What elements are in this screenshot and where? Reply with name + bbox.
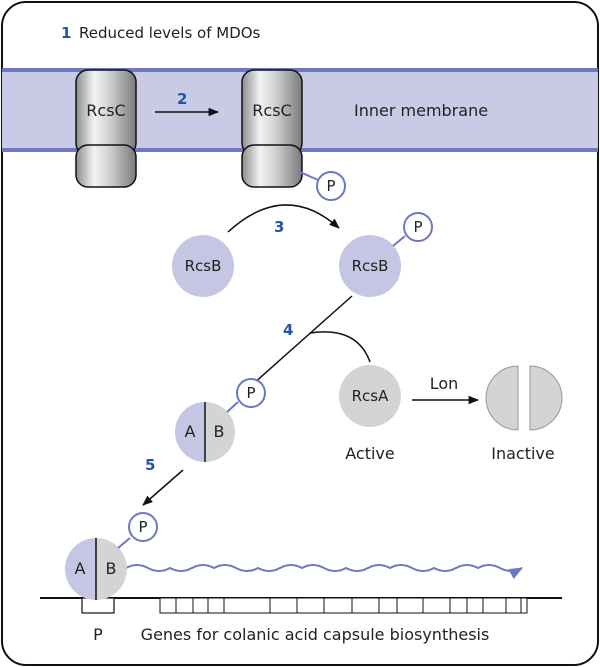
genes-label: Genes for colanic acid capsule biosynthe… <box>141 625 490 644</box>
gene-box <box>396 597 424 614</box>
rcsc-phosphate-label: P <box>326 177 335 195</box>
rcsb-left: RcsB <box>172 235 234 297</box>
membrane-label: Inner membrane <box>354 101 488 120</box>
rcsb-right: RcsB <box>339 235 401 297</box>
rcsab-bound-complex: A B <box>65 538 127 600</box>
bound-phosphate: P <box>128 512 158 542</box>
gene-box <box>159 597 177 614</box>
step-3-arrow <box>227 204 340 233</box>
step-5-arrow <box>142 469 184 506</box>
bound-b-label: B <box>106 559 117 578</box>
gene-cluster <box>159 597 528 614</box>
rcsc-phosphate: P <box>316 171 346 201</box>
complex-phosphate: P <box>236 378 266 408</box>
active-label: Active <box>345 444 395 463</box>
rcsb-phosphate-label: P <box>413 218 422 236</box>
step-2-number: 2 <box>177 90 187 108</box>
complex-phosphate-link <box>226 401 239 413</box>
rcsb-left-label: RcsB <box>185 257 222 275</box>
step-4-rcsa-join <box>309 331 371 363</box>
rcsc-right: RcsC <box>241 69 303 188</box>
rcsab-complex: A B <box>175 402 235 462</box>
gene-box <box>296 597 325 614</box>
bound-phosphate-link <box>117 537 131 549</box>
step-1-number: 1 <box>61 24 71 42</box>
gene-box <box>323 597 353 614</box>
gene-box <box>192 597 209 614</box>
gene-box <box>449 597 468 614</box>
gene-box <box>269 597 298 614</box>
rcsc-left-label: RcsC <box>86 101 125 120</box>
gene-box <box>207 597 225 614</box>
complex-a-label: A <box>185 422 196 441</box>
step-5-number: 5 <box>145 456 155 474</box>
gene-box <box>351 597 380 614</box>
complex-phosphate-label: P <box>246 384 255 402</box>
bound-phosphate-label: P <box>138 518 147 536</box>
rcsc-phosphate-link <box>299 171 319 181</box>
rcsb-phosphate: P <box>403 212 433 242</box>
gene-box <box>422 597 451 614</box>
gene-box <box>378 597 398 614</box>
rcsb-right-label: RcsB <box>352 257 389 275</box>
step-3-number: 3 <box>274 218 284 236</box>
complex-b-label: B <box>214 422 225 441</box>
step-4-arrow <box>243 295 353 393</box>
gene-box <box>223 597 271 614</box>
gene-box <box>520 597 528 614</box>
bound-a-label: A <box>75 559 86 578</box>
gene-box <box>482 597 507 614</box>
rcsb-phosphate-link <box>392 235 406 247</box>
rcsa-inactive <box>485 365 563 431</box>
lon-label: Lon <box>430 374 459 393</box>
inactive-label: Inactive <box>491 444 555 463</box>
rcsa-label: RcsA <box>352 387 389 405</box>
gene-box <box>466 597 484 614</box>
rcsa-active: RcsA <box>339 365 401 427</box>
step-4-number: 4 <box>283 321 293 339</box>
mrna-transcript <box>125 564 524 579</box>
gene-box <box>505 597 522 614</box>
title-text: Reduced levels of MDOs <box>79 24 261 42</box>
rcsc-right-label: RcsC <box>252 101 291 120</box>
gene-box <box>175 597 194 614</box>
promoter-box <box>81 597 115 614</box>
rcsc-left: RcsC <box>75 69 137 188</box>
promoter-label: P <box>93 625 103 644</box>
